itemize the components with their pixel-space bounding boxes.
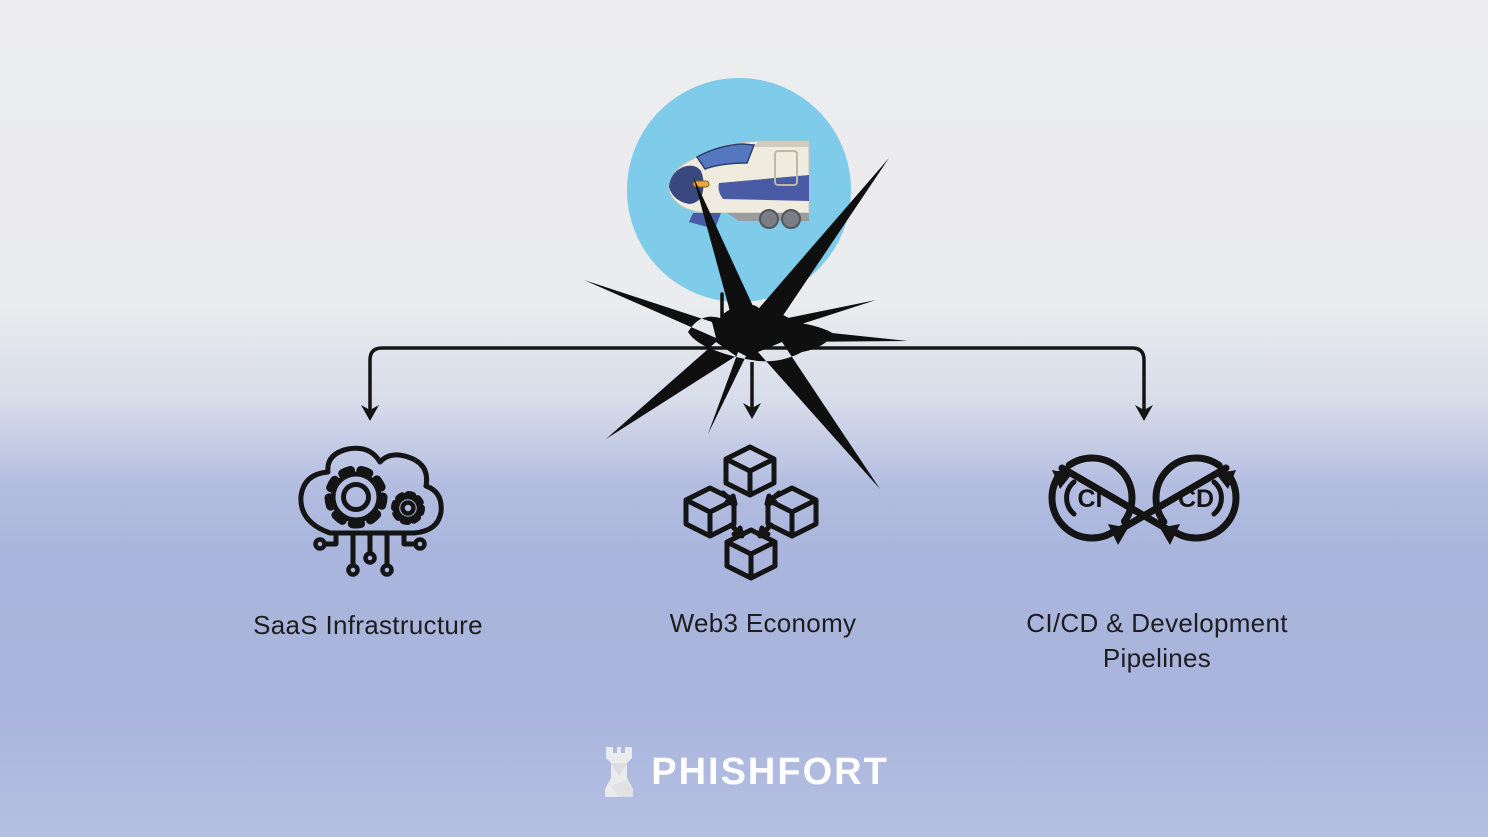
cd-label: CD [1178, 485, 1214, 513]
cicd-infinity-icon: CI CD [1048, 454, 1240, 545]
branch-label: Web3 Economy [669, 608, 857, 638]
footer-logo: PHISHFORT [0, 746, 1488, 798]
ci-label: CI [1078, 485, 1103, 513]
branch-cicd: CI CD [1046, 440, 1242, 561]
arrowhead-left [361, 405, 379, 421]
branch-label: SaaS Infrastructure [253, 610, 483, 640]
branch-saas [296, 440, 446, 595]
source-circle [627, 78, 851, 302]
branch-web3 [681, 441, 821, 592]
high-speed-train-icon [668, 140, 810, 229]
brand-name: PHISHFORT [651, 750, 889, 793]
arrowhead-center [743, 403, 761, 419]
branch-label: CI/CD & Development Pipelines [1026, 608, 1288, 673]
cloud-gears-icon [298, 445, 444, 577]
blockchain-cubes-icon [683, 444, 819, 581]
rook-icon [605, 747, 634, 797]
arrowhead-right [1135, 405, 1153, 421]
